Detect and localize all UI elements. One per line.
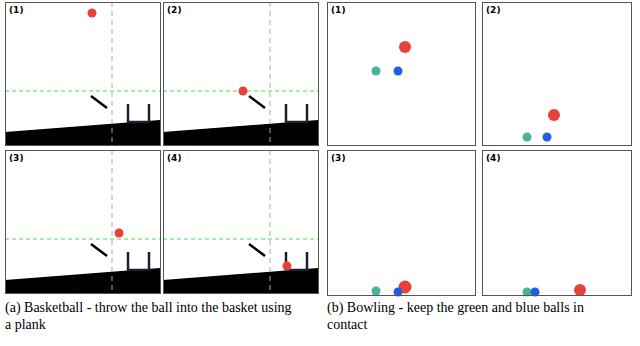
bowling-scene (523, 284, 587, 297)
figure-panel: (2) (163, 2, 319, 146)
figure-panel: (1) (327, 2, 476, 146)
basketball-scene (5, 2, 160, 145)
basketball-scene (163, 2, 318, 145)
figure-panel: (3) (327, 150, 476, 296)
panel-number: (4) (167, 153, 182, 163)
figure-panel: (4) (163, 150, 319, 294)
figure-panel: (3) (5, 150, 161, 294)
figure-panel: (1) (5, 2, 161, 146)
panel-number: (1) (9, 5, 24, 15)
subfigure-caption: (a) Basketball - throw the ball into the… (5, 299, 295, 333)
panel-number: (3) (9, 153, 24, 163)
figure-panel: (4) (482, 150, 632, 296)
basketball-scene (163, 150, 318, 293)
panel-number: (4) (486, 153, 501, 163)
panel-number: (3) (331, 153, 346, 163)
panel-number: (2) (167, 5, 182, 15)
figure-panel: (2) (482, 2, 632, 146)
panel-number: (2) (486, 5, 501, 15)
bowling-scene (523, 109, 561, 142)
panel-number: (1) (331, 5, 346, 15)
bowling-scene (372, 281, 412, 297)
basketball-scene (5, 150, 160, 293)
bowling-scene (372, 41, 412, 76)
subfigure-caption: (b) Bowling - keep the green and blue ba… (327, 299, 625, 333)
